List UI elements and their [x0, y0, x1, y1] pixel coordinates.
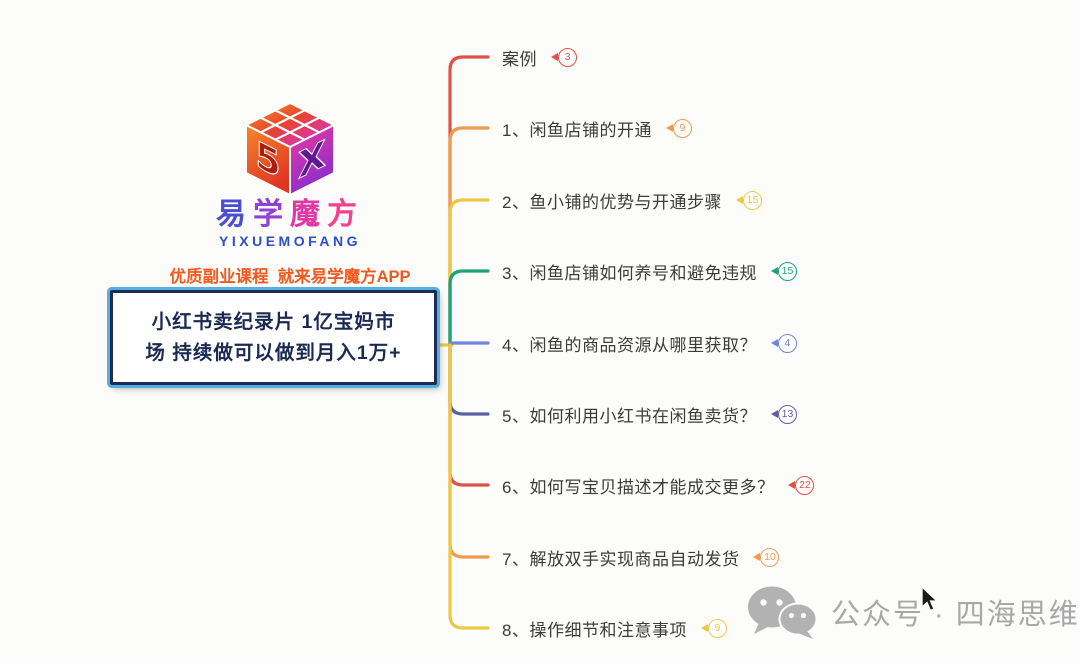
branch-item[interactable]: 6、如何写宝贝描述才能成交更多？ 22	[502, 470, 815, 500]
cube-logo-icon: 5 X	[243, 101, 337, 196]
brand-name-char: 易	[216, 198, 253, 231]
brand-name-char: 魔	[290, 198, 327, 231]
branch-item[interactable]: 4、闲鱼的商品资源从哪里获取？ 4	[502, 328, 797, 358]
badge-arrow-icon	[788, 481, 796, 489]
brand-name: 易学魔方	[140, 198, 440, 231]
brand-name-char: 学	[253, 198, 290, 231]
badge-arrow-icon	[665, 124, 673, 132]
central-topic[interactable]: 小红书卖纪录片 1亿宝妈市 场 持续做可以做到月入1万+	[110, 290, 437, 385]
wechat-icon	[748, 586, 818, 639]
branch-count-badge[interactable]: 15	[770, 261, 797, 281]
badge-arrow-icon	[770, 410, 778, 418]
badge-count: 9	[707, 618, 727, 638]
brand-latin: YIXUEMOFANG	[219, 233, 361, 249]
watermark-label: 公众号 · 四海思维	[831, 599, 1080, 631]
branch-count-badge[interactable]: 10	[753, 547, 780, 567]
badge-arrow-icon	[770, 267, 778, 275]
badge-count: 15	[777, 261, 797, 281]
branch-label: 3、闲鱼店铺如何养号和避免违规	[502, 263, 757, 283]
brand-tagline: 优质副业课程 就来易学魔方APP	[169, 268, 411, 286]
branch-item[interactable]: 1、闲鱼店铺的开通 9	[502, 113, 692, 143]
badge-count: 4	[777, 333, 797, 353]
badge-count: 22	[795, 475, 815, 495]
branch-label: 5、如何利用小红书在闲鱼卖货？	[502, 406, 757, 426]
branch-count-badge[interactable]: 13	[770, 404, 797, 424]
logo-block: 5 X 易学魔方 YIXUEMOFANG 优质副业课程 就来易学魔方APP	[140, 98, 440, 287]
branch-label: 6、如何写宝贝描述才能成交更多？	[502, 477, 775, 497]
central-topic-line2: 场 持续做可以做到月入1万+	[145, 341, 402, 364]
branch-label: 案例	[502, 49, 537, 69]
branch-count-badge[interactable]: 4	[770, 333, 797, 353]
badge-arrow-icon	[770, 339, 778, 347]
mouse-cursor-icon	[921, 586, 939, 612]
badge-count: 3	[558, 47, 577, 67]
branch-label: 4、闲鱼的商品资源从哪里获取？	[502, 335, 757, 355]
badge-count: 15	[742, 190, 762, 210]
branch-count-badge[interactable]: 9	[700, 618, 727, 638]
branch-item[interactable]: 3、闲鱼店铺如何养号和避免违规 15	[502, 256, 797, 286]
badge-count: 10	[760, 547, 780, 567]
branch-count-badge[interactable]: 3	[551, 47, 577, 67]
branch-label: 8、操作细节和注意事项	[502, 620, 687, 640]
branch-item[interactable]: 5、如何利用小红书在闲鱼卖货？ 13	[502, 399, 797, 429]
badge-arrow-icon	[753, 553, 761, 561]
branch-label: 2、鱼小铺的优势与开通步骤	[502, 192, 722, 212]
branch-count-badge[interactable]: 9	[665, 118, 692, 138]
central-topic-line1: 小红书卖纪录片 1亿宝妈市	[151, 311, 396, 334]
badge-arrow-icon	[700, 624, 708, 632]
branch-item[interactable]: 8、操作细节和注意事项 9	[502, 613, 727, 643]
badge-arrow-icon	[551, 53, 558, 61]
branch-item[interactable]: 7、解放双手实现商品自动发货 10	[502, 542, 780, 572]
badge-arrow-icon	[735, 196, 743, 204]
watermark: 公众号 · 四海思维	[746, 584, 1080, 640]
badge-count: 13	[777, 404, 797, 424]
branch-item[interactable]: 2、鱼小铺的优势与开通步骤 15	[502, 185, 762, 215]
branch-count-badge[interactable]: 15	[735, 190, 762, 210]
branch-label: 7、解放双手实现商品自动发货	[502, 549, 740, 569]
branch-label: 1、闲鱼店铺的开通	[502, 120, 652, 140]
badge-count: 9	[672, 118, 692, 138]
brand-name-char: 方	[327, 198, 364, 231]
branch-count-badge[interactable]: 22	[788, 475, 815, 495]
branch-item[interactable]: 案例 3	[502, 42, 577, 72]
